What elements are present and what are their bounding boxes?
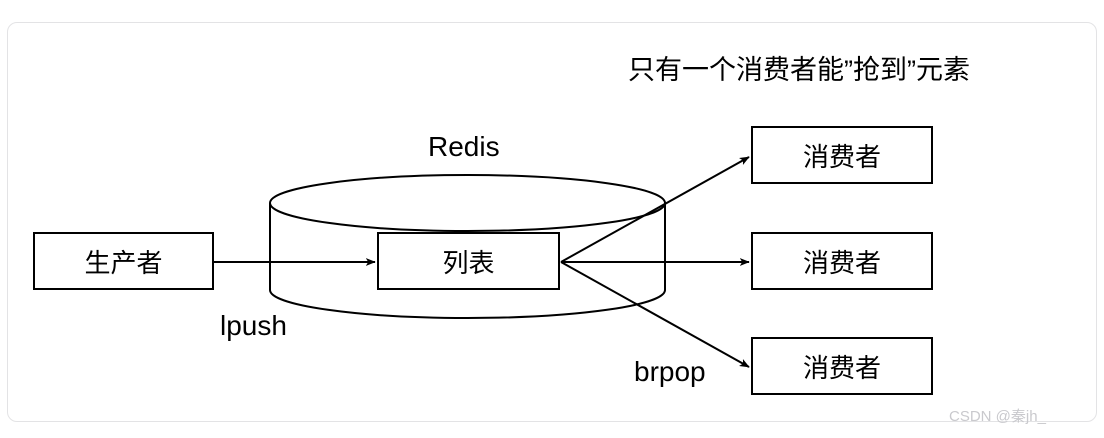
consumer-node-3: 消费者 [751,337,933,395]
lpush-edge-label: lpush [220,310,287,341]
edge-list-to-consumer-3 [560,261,750,368]
consumer-node-2: 消费者 [751,232,933,290]
watermark: CSDN @秦jh_ [949,408,1046,425]
annotation-text: 只有一个消费者能”抢到”元素 [628,55,970,85]
list-node: 列表 [377,232,560,290]
redis-label: Redis [428,131,500,162]
brpop-edge-label: brpop [634,356,706,387]
producer-node: 生产者 [33,232,214,290]
edge-list-to-consumer-1 [560,156,750,263]
consumer-node-1: 消费者 [751,126,933,184]
